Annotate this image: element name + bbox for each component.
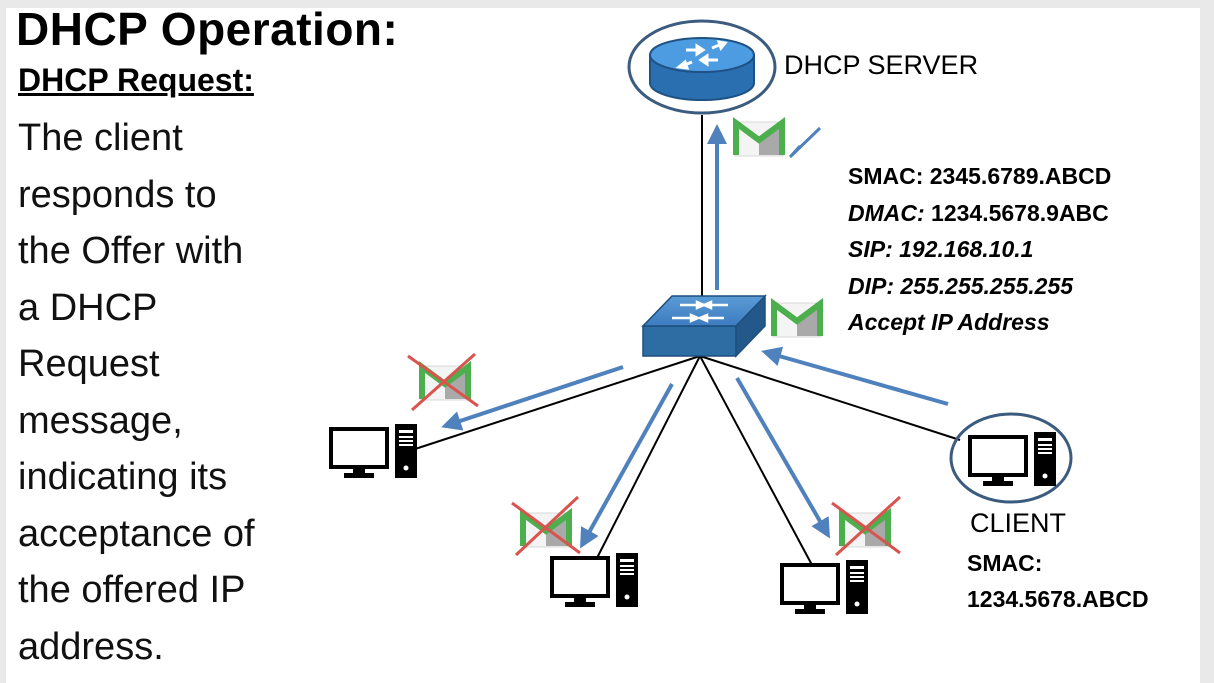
frame-note: Accept IP Address	[848, 309, 1050, 335]
description-line: message,	[18, 399, 183, 442]
description-line: the Offer with	[18, 230, 244, 272]
connection-lines	[411, 115, 961, 566]
description-line: indicating its	[18, 456, 228, 498]
client-label: CLIENT	[970, 508, 1067, 538]
switch-icon	[641, 294, 767, 358]
pc-left-icon	[329, 422, 419, 480]
envelope-icon	[735, 122, 783, 156]
pc-bottom-left-icon	[550, 551, 640, 609]
frame-dmac-value: 1234.5678.9ABC	[924, 199, 1109, 226]
right-margin	[1200, 0, 1214, 683]
arrow-switch-to-pc-left	[441, 365, 624, 431]
page-title: DHCP Operation:	[16, 3, 399, 55]
description-line: a DHCP	[18, 286, 158, 329]
rejected-envelope-icon	[407, 352, 479, 412]
description-line: the offered IP	[18, 569, 246, 611]
flow-arrows	[441, 124, 949, 549]
arrow-switch-to-pc-bottom-left	[580, 383, 674, 549]
description-line: responds to	[18, 173, 217, 216]
frame-dip: DIP: 255.255.255.255	[848, 272, 1074, 299]
envelope-icon	[773, 303, 821, 337]
rejected-envelope-icon	[831, 495, 902, 557]
frame-dmac-key: DMAC:	[848, 199, 925, 226]
checkmark-icon	[788, 126, 822, 159]
description-line: address.	[18, 625, 164, 668]
description-line: Request	[18, 343, 160, 385]
section-subtitle: DHCP Request:	[18, 62, 254, 98]
frame-smac: SMAC: 2345.6789.ABCD	[848, 163, 1112, 189]
server-label: DHCP SERVER	[784, 50, 979, 80]
client-smac-label: SMAC:	[967, 550, 1043, 576]
description-line: acceptance of	[18, 512, 255, 555]
frame-sip: SIP: 192.168.10.1	[848, 236, 1034, 262]
client-pc-icon	[949, 412, 1073, 504]
dhcp-server-icon	[627, 19, 777, 115]
frame-info: SMAC: 2345.6789.ABCD DMAC: 1234.5678.9AB…	[848, 158, 1111, 341]
arrow-switch-to-pc-bottom-right	[735, 376, 831, 539]
client-smac-value: 1234.5678.ABCD	[967, 586, 1149, 612]
pc-bottom-right-icon	[780, 558, 870, 616]
frame-dmac: DMAC: 1234.5678.9ABC	[848, 195, 1111, 232]
arrow-client-to-switch	[761, 346, 949, 406]
description: The client responds to the Offer with a …	[18, 110, 318, 675]
rejected-envelope-icon	[511, 495, 581, 557]
description-line: The client	[18, 117, 183, 159]
